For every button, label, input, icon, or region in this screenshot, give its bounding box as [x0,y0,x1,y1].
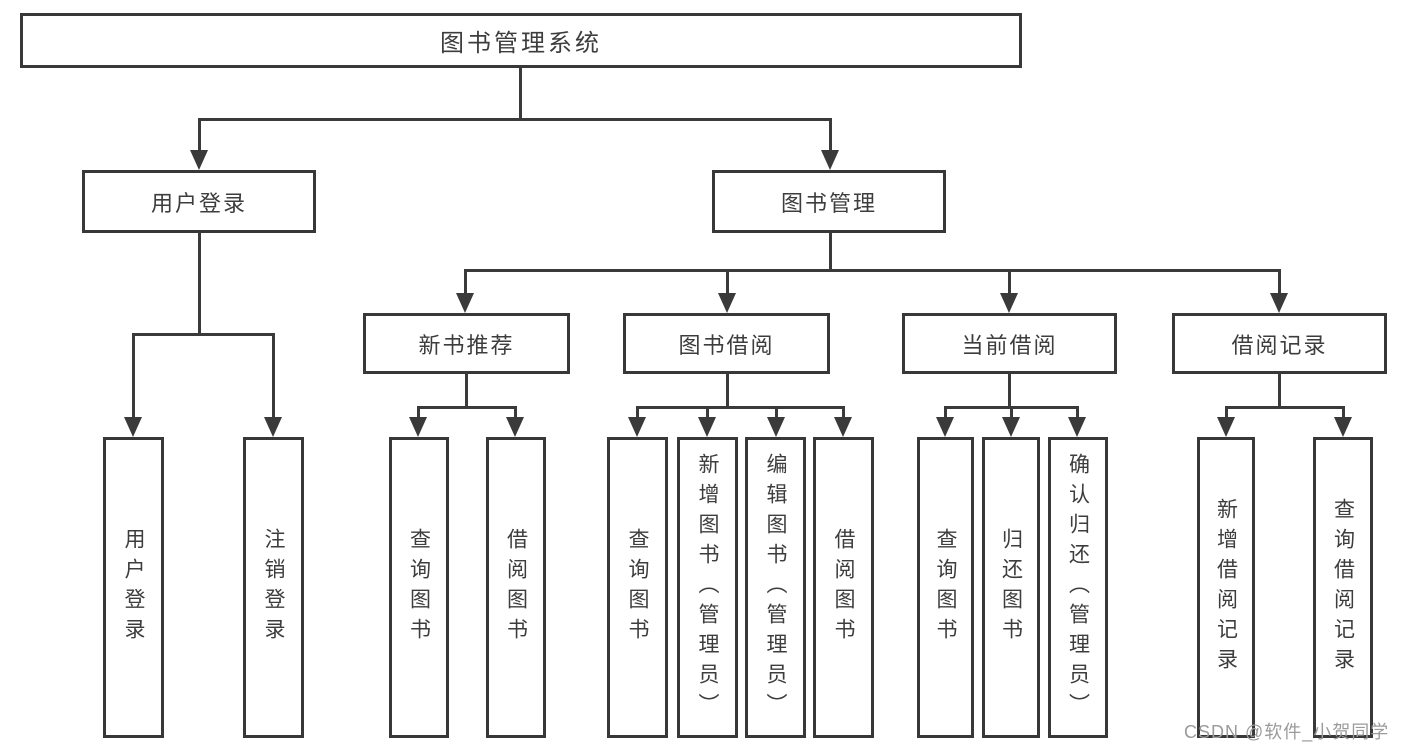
node-borrow-records-label: 借阅记录 [1231,332,1328,358]
connector-drop-borrow-records [1278,269,1281,297]
connector-drop-leaf-login [132,333,135,421]
connector-drop-br-add [1225,406,1228,422]
leaf-borrow-records-query-label: 查询借阅记录 [1331,497,1355,678]
connector-borrow-records-stem [1278,373,1281,409]
arrowhead-cb-query [936,417,954,437]
connector-book-mgmt-stem [829,232,832,272]
node-book-borrow: 图书借阅 [623,313,830,374]
arrowhead-book-borrow [718,293,736,313]
connector-drop-bb-borrow [842,406,845,422]
node-borrow-records: 借阅记录 [1172,313,1387,374]
csdn-watermark: CSDN @软件_小贺同学 [1184,722,1390,742]
arrowhead-bb-query [628,417,646,437]
connector-book-borrow-rail [636,406,845,409]
node-new-books: 新书推荐 [363,313,570,374]
leaf-logout-label: 注销登录 [262,527,285,648]
connector-new-books-stem [465,373,468,409]
arrowhead-bb-add [698,417,716,437]
leaf-book-borrow-query: 查询图书 [607,437,668,738]
node-user-login: 用户登录 [82,170,316,233]
arrowhead-br-add [1217,417,1235,437]
leaf-new-books-query-label: 查询图书 [407,527,431,648]
connector-user-login-stem [198,232,201,336]
leaf-book-borrow-borrow: 借阅图书 [813,437,874,738]
leaf-user-login: 用户登录 [103,437,164,738]
connector-root-stem [519,68,522,121]
arrowhead-cb-confirm [1068,417,1086,437]
node-new-books-label: 新书推荐 [418,332,515,358]
arrowhead-current-borrow [1000,293,1018,313]
leaf-book-borrow-add-admin: 新增图书（管理员） [677,437,738,738]
leaf-new-books-borrow: 借阅图书 [486,437,546,738]
leaf-current-borrow-confirm-admin: 确认归还（管理员） [1048,437,1108,738]
arrowhead-leaf-login [124,417,142,437]
arrowhead-br-query [1334,417,1352,437]
connector-drop-bb-add [706,406,709,422]
leaf-current-borrow-confirm-admin-label: 确认归还（管理员） [1066,452,1090,723]
leaf-current-borrow-query-label: 查询图书 [934,527,957,648]
connector-drop-cb-return [1010,406,1013,422]
arrowhead-user-login [190,150,208,170]
leaf-book-borrow-add-admin-label: 新增图书（管理员） [696,452,719,723]
connector-borrow-records-rail [1225,406,1345,409]
leaf-book-borrow-edit-admin: 编辑图书（管理员） [745,437,806,738]
node-book-borrow-label: 图书借阅 [678,332,775,358]
leaf-book-borrow-edit-admin-label: 编辑图书（管理员） [764,452,787,723]
arrowhead-leaf-logout [264,417,282,437]
leaf-new-books-borrow-label: 借阅图书 [504,527,528,648]
node-book-mgmt-label: 图书管理 [780,190,877,216]
leaf-current-borrow-query: 查询图书 [917,437,974,738]
arrowhead-book-mgmt [821,150,839,170]
connector-drop-nb-query [417,406,420,422]
connector-drop-nb-borrow [514,406,517,422]
leaf-book-borrow-borrow-label: 借阅图书 [832,527,855,648]
leaf-borrow-records-query: 查询借阅记录 [1313,437,1373,738]
connector-drop-leaf-logout [272,333,275,421]
connector-level2-rail [198,118,832,121]
connector-drop-br-query [1342,406,1345,422]
leaf-new-books-query: 查询图书 [389,437,449,738]
leaf-user-login-label: 用户登录 [122,527,145,648]
node-current-borrow-label: 当前借阅 [961,332,1058,358]
connector-current-borrow-stem [1008,373,1011,409]
node-user-login-label: 用户登录 [150,190,247,216]
connector-drop-bb-query [636,406,639,422]
connector-level3-rail [464,269,1281,272]
arrowhead-new-books [456,293,474,313]
node-library-system-label: 图书管理系统 [440,30,602,57]
node-library-system: 图书管理系统 [20,13,1022,68]
connector-drop-cb-query [944,406,947,422]
connector-user-login-rail [132,333,275,336]
connector-drop-new-books [464,269,467,297]
leaf-logout: 注销登录 [243,437,304,738]
node-current-borrow: 当前借阅 [902,313,1117,374]
leaf-current-borrow-return-label: 归还图书 [999,527,1023,648]
connector-drop-book-borrow [726,269,729,297]
node-book-mgmt: 图书管理 [712,170,946,233]
connector-new-books-rail [417,406,517,409]
connector-drop-book-mgmt [829,118,832,158]
leaf-current-borrow-return: 归还图书 [982,437,1040,738]
leaf-borrow-records-add: 新增借阅记录 [1197,437,1255,738]
arrowhead-cb-return [1002,417,1020,437]
arrowhead-borrow-records [1270,293,1288,313]
arrowhead-nb-borrow [506,417,524,437]
connector-drop-current-borrow [1008,269,1011,297]
connector-book-borrow-stem [726,373,729,409]
arrowhead-bb-edit [767,417,785,437]
connector-drop-user-login [198,118,201,158]
connector-drop-bb-edit [775,406,778,422]
leaf-borrow-records-add-label: 新增借阅记录 [1214,497,1238,678]
leaf-book-borrow-query-label: 查询图书 [626,527,649,648]
arrowhead-bb-borrow [834,417,852,437]
arrowhead-nb-query [409,417,427,437]
connector-drop-cb-confirm [1076,406,1079,422]
